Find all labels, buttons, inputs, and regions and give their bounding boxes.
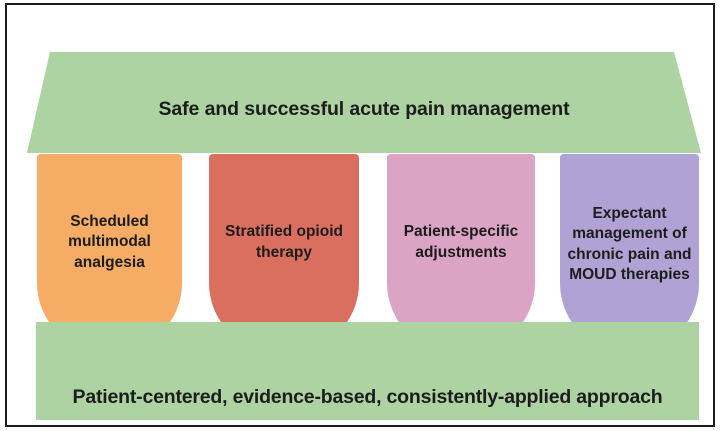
pillar-label-2: Stratified opioid therapy [225, 223, 343, 261]
pillar-label-3: Patient-specific adjustments [403, 223, 519, 261]
roof-label: Safe and successful acute pain managemen… [158, 98, 570, 120]
figure-plate: Safe and successful acute pain managemen… [9, 7, 711, 423]
foundation-label: Patient-centered, evidence-based, consis… [72, 386, 663, 408]
pillar-label-1: Scheduled multimodal analgesia [68, 212, 151, 271]
pillar-expectant-management-chronic-pain-moud: Expectant management of chronic pain and… [560, 154, 699, 353]
pillar-patient-specific-adjustments: Patient-specific adjustments [387, 154, 535, 353]
pillar-scheduled-multimodal-analgesia: Scheduled multimodal analgesia [37, 154, 182, 353]
pillar-label-4: Expectant management of chronic pain and… [567, 204, 692, 283]
roof-shape: Safe and successful acute pain managemen… [27, 52, 701, 153]
pillar-stratified-opioid-therapy: Stratified opioid therapy [209, 154, 359, 353]
foundation-shape: Patient-centered, evidence-based, consis… [36, 322, 699, 420]
